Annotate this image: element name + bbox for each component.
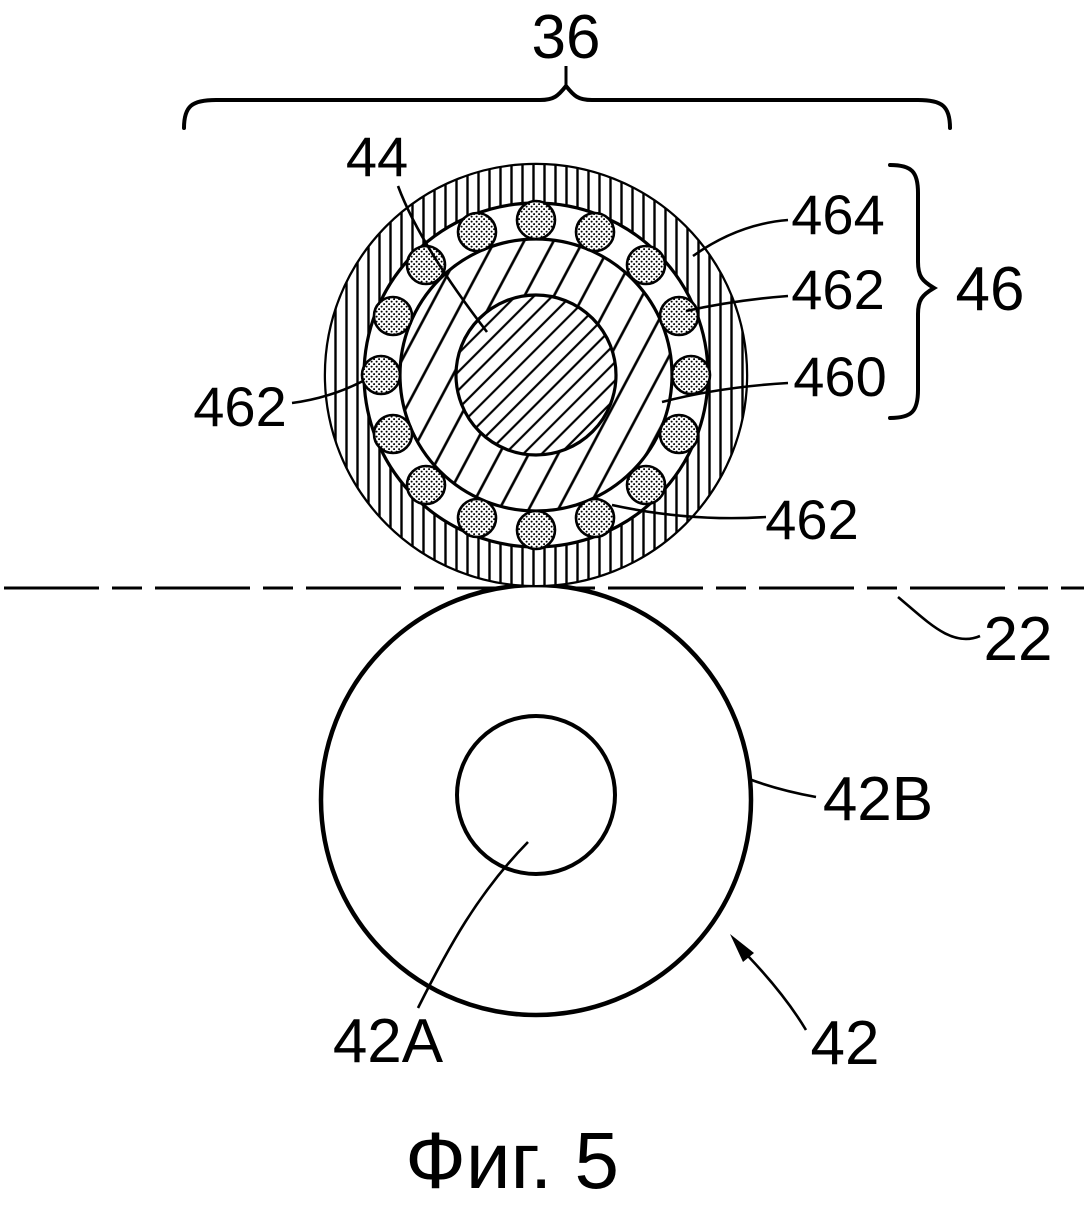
label-42: 42 [811, 1009, 880, 1078]
bearing-ball [456, 211, 498, 253]
label-42a: 42A [333, 1007, 444, 1076]
label-462-left: 462 [193, 375, 286, 438]
leader-462-bottom [611, 503, 767, 520]
bearing-ball [372, 413, 414, 455]
core-shaft-44 [454, 293, 618, 457]
leader-42a [416, 841, 529, 1009]
bearing-ball [574, 497, 616, 539]
label-44: 44 [346, 125, 408, 188]
leader-arrow-42 [747, 955, 808, 1031]
label-462-bottom: 462 [765, 488, 858, 551]
bearing-ball [658, 295, 700, 337]
label-42b: 42B [823, 765, 933, 834]
bearing-ball [625, 464, 667, 506]
leader-22 [897, 596, 981, 641]
label-460: 460 [793, 345, 886, 408]
brace-36 [182, 82, 952, 130]
label-462-right: 462 [791, 258, 884, 321]
label-464: 464 [791, 183, 884, 246]
bearing-ball [515, 509, 557, 551]
label-46: 46 [956, 255, 1025, 324]
label-36: 36 [532, 3, 601, 72]
bearing-ball [515, 199, 557, 241]
figure-caption: Фиг. 5 [405, 1116, 619, 1205]
bearing-ball [405, 244, 447, 286]
leader-42b [748, 777, 817, 799]
bearing-ball [574, 211, 616, 253]
leader-460 [661, 381, 789, 404]
bearing-ball [372, 295, 414, 337]
bearing-ball [405, 464, 447, 506]
leader-464 [692, 218, 789, 258]
brace-46 [888, 163, 938, 420]
bearing-ball [625, 244, 667, 286]
particle-ring-462 [360, 199, 712, 551]
arrowhead-42 [730, 934, 754, 962]
bottom-roller-core-42a [455, 714, 617, 876]
bearing-ball [670, 354, 712, 396]
top-roller-36 [323, 162, 749, 588]
bearing-ball [658, 413, 700, 455]
bearing-ball [456, 497, 498, 539]
leader-44 [396, 185, 489, 333]
bearing-ball [360, 354, 402, 396]
leader-462-left [291, 379, 364, 405]
leader-462-right [685, 294, 789, 313]
label-22: 22 [984, 605, 1053, 674]
